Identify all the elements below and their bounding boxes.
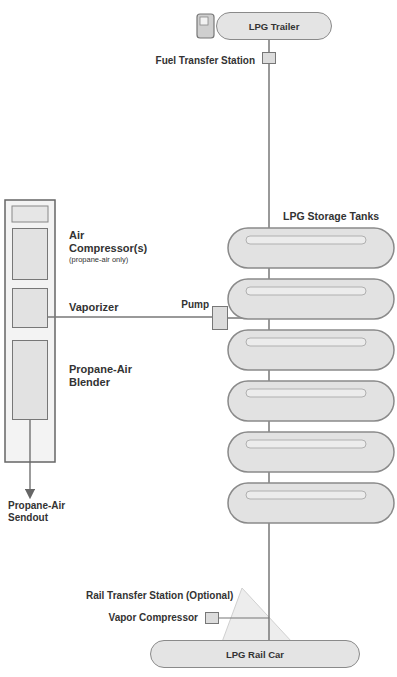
cab-window (200, 17, 208, 25)
vapor-compressor-box: Vapor Compressor (205, 612, 219, 624)
node-heading: Fuel Transfer Station (117, 55, 255, 67)
station-label: Rail Transfer Station (Optional) (86, 590, 306, 602)
node-title: LPG Rail Car (220, 649, 290, 660)
trailer-tank: LPG Trailer (216, 12, 332, 40)
pipe-connector (268, 40, 270, 52)
plant-panel (12, 206, 48, 222)
vapor-pipe (219, 617, 269, 618)
group-heading: LPG Storage Tanks (283, 210, 393, 222)
trailer-cab (197, 14, 214, 38)
node-label: Pump (173, 299, 209, 311)
node-label: Vapor Compressor (82, 612, 198, 624)
transfer-station-box: Fuel Transfer Station (262, 52, 276, 64)
node-heading: Vaporizer (69, 301, 153, 314)
tank-highlights (246, 236, 366, 499)
blender-box: Propane-Air Blender (12, 340, 48, 420)
node-heading: Pump (173, 299, 209, 311)
compressor-box: Air Compressor(s)(propane-air only) (12, 228, 48, 280)
node-label: Air Compressor(s) (propane-air only) (69, 229, 153, 265)
node-heading: Air Compressor(s) (69, 229, 153, 254)
node-label: Fuel Transfer Station (117, 55, 255, 67)
node-heading: Vapor Compressor (82, 612, 198, 624)
sendout-arrow (29, 420, 30, 494)
node-title: LPG Trailer (243, 21, 306, 32)
node-note: (propane-air only) (69, 256, 153, 265)
sendout-label: Propane-Air Sendout (8, 500, 80, 523)
vaporizer-box: Vaporizer (12, 288, 48, 328)
node-label: Vaporizer (69, 301, 153, 314)
storage-tanks (228, 228, 394, 523)
pipe-connector (48, 316, 212, 318)
pump-box: Pump (212, 306, 228, 330)
rail-car-tank: LPG Rail Car (150, 640, 360, 668)
node-label: Propane-Air Blender (69, 363, 143, 388)
node-heading: Propane-Air Blender (69, 363, 143, 388)
